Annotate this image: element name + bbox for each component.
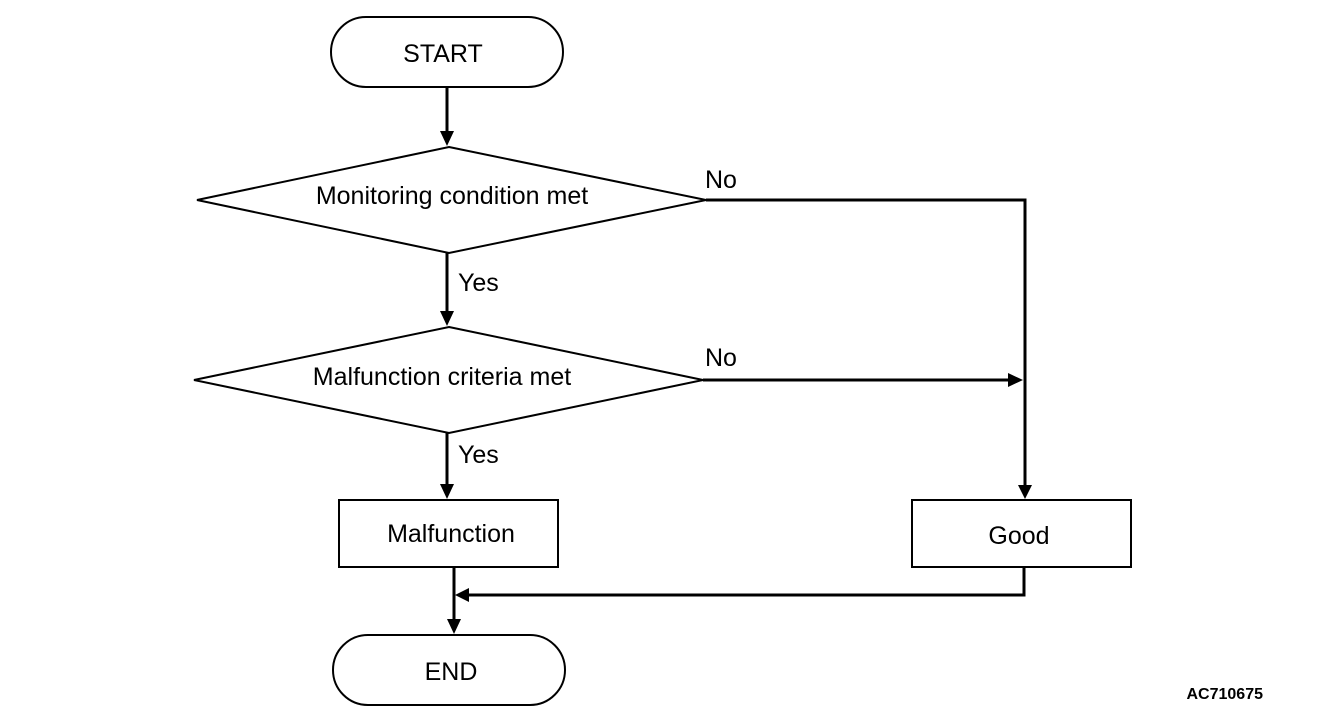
monitoring-no-label: No — [705, 166, 737, 194]
arrowhead-icon — [440, 311, 454, 326]
connector-monitoring-no: No — [705, 166, 1032, 499]
end-terminal: END — [332, 634, 566, 706]
arrowhead-icon — [455, 588, 469, 602]
connector-malfunction-to-end — [447, 567, 461, 634]
monitoring-yes-label: Yes — [458, 269, 499, 297]
start-terminal-label: START — [403, 40, 483, 68]
connector-line — [706, 198, 1027, 485]
malfunction-no-label: No — [705, 344, 737, 372]
connector-malfunction-yes: Yes — [440, 433, 499, 499]
end-terminal-label: END — [425, 658, 478, 686]
monitoring-condition-decision-label: Monitoring condition met — [316, 182, 588, 210]
malfunction-process-label: Malfunction — [387, 520, 515, 548]
connector-good-to-end — [455, 567, 1026, 602]
connector-line — [469, 567, 1026, 597]
end-terminal-shape — [332, 634, 566, 706]
malfunction-process: Malfunction — [338, 499, 559, 568]
arrowhead-icon — [1008, 373, 1023, 387]
connector-malfunction-no: No — [703, 344, 1023, 387]
good-process: Good — [911, 499, 1132, 568]
figure-reference-code: AC710675 — [1187, 686, 1264, 703]
good-process-label: Good — [988, 522, 1049, 550]
malfunction-yes-label: Yes — [458, 441, 499, 469]
malfunction-process-shape — [338, 499, 559, 568]
monitoring-condition-decision-shape — [196, 145, 707, 255]
start-terminal: START — [330, 16, 564, 88]
malfunction-criteria-decision-shape — [193, 325, 704, 435]
malfunction-criteria-decision: Malfunction criteria met — [193, 325, 704, 435]
monitoring-condition-decision: Monitoring condition met — [196, 145, 707, 255]
connector-start-to-monitoring — [440, 87, 454, 146]
arrowhead-icon — [440, 131, 454, 146]
good-process-shape — [911, 499, 1132, 568]
connector-monitoring-yes: Yes — [440, 253, 499, 326]
arrowhead-icon — [447, 619, 461, 634]
arrowhead-icon — [1018, 485, 1032, 499]
malfunction-criteria-decision-label: Malfunction criteria met — [313, 363, 571, 391]
arrowhead-icon — [440, 484, 454, 499]
